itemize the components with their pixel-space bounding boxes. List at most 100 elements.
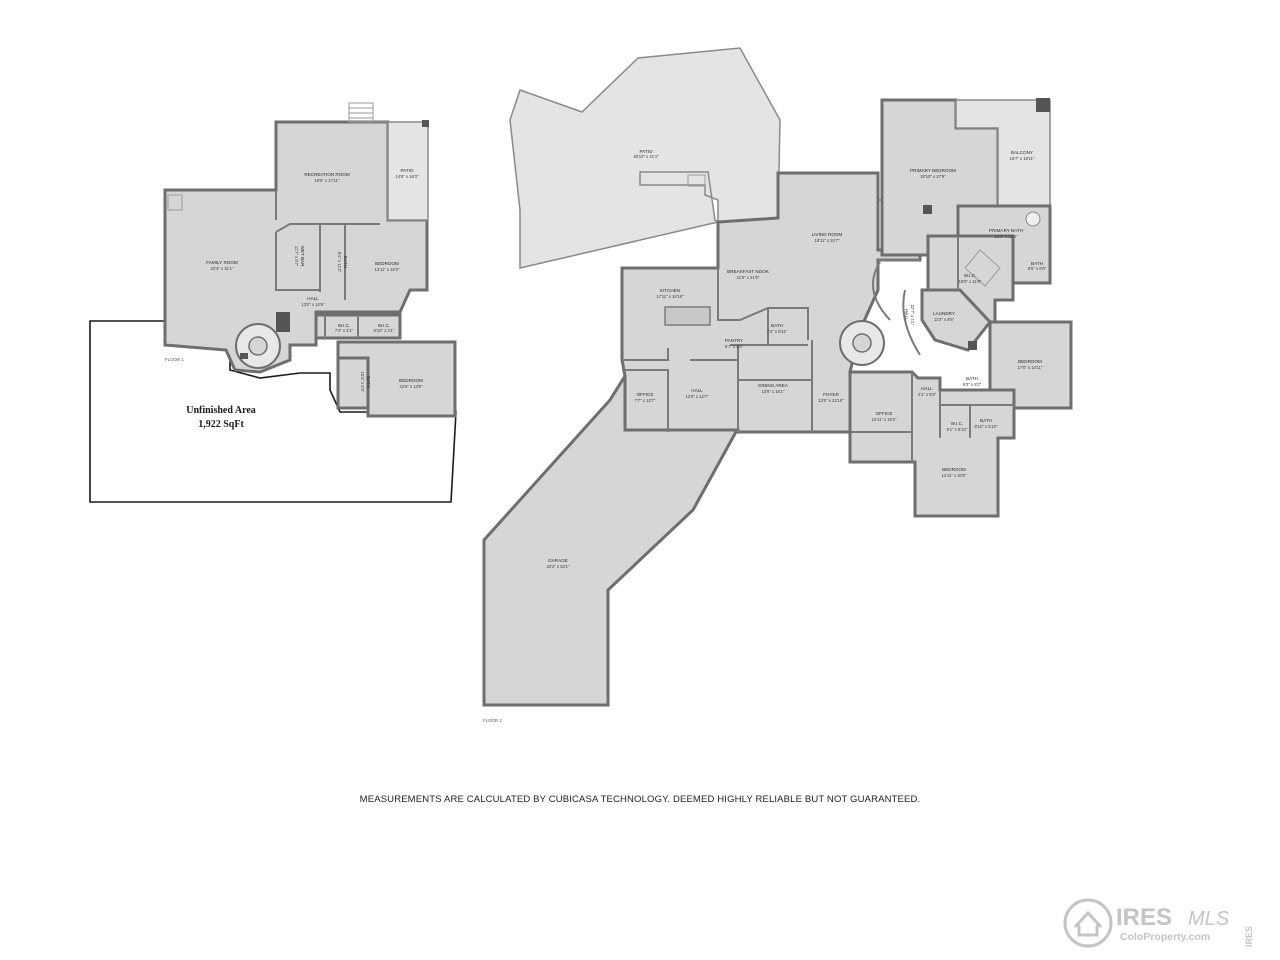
unfinished-area-sqft: 1,922 SqFt xyxy=(198,419,244,430)
dim-bath-floor1: 8'4" x 11'2" xyxy=(337,252,342,273)
label-wic-floor2: W.I.C. xyxy=(964,273,977,278)
label-pantry: PANTRY xyxy=(725,338,743,343)
floor-1-interior-walls xyxy=(275,190,380,300)
dim-hall-floor1: 13'0" x 12'6" xyxy=(302,302,325,307)
logo-vertical-text: IRES xyxy=(1244,926,1254,947)
balcony-post xyxy=(1036,98,1050,112)
dim-bath-small: 6'5" x 6'6" xyxy=(1028,266,1047,271)
dim-bedroom-2-floor1: 22'6" x 13'6" xyxy=(400,384,423,389)
primary-bedroom-post xyxy=(923,205,932,214)
dim-family-room: 22'3" x 31'1" xyxy=(211,266,234,271)
logo-brand-text: IRES xyxy=(1116,904,1172,931)
logo-circle-icon xyxy=(1063,898,1113,948)
floor-1-spiral-core xyxy=(248,336,268,356)
logo-site-text: ColoProperty.com xyxy=(1120,931,1210,943)
label-bedroom-south: BEDROOM xyxy=(942,467,966,472)
label-foyer: FOYER xyxy=(823,392,840,397)
dim-balcony: 16'7" x 18'11" xyxy=(1010,156,1035,161)
label-primary-bath: PRIMARY BATH xyxy=(989,228,1023,233)
floor-1-wic-divider xyxy=(324,315,359,338)
floor-2-interior-walls xyxy=(622,199,1014,462)
floor-2-central xyxy=(620,171,922,434)
label-wic-south: W.I.C. xyxy=(951,421,964,426)
dim-bedroom-east: 17'0" x 14'11" xyxy=(1018,365,1043,370)
dim-bedroom-floor1: 13'11" x 16'3" xyxy=(375,267,400,272)
dim-bath-floor2: 7'4" x 6'11" xyxy=(767,329,788,334)
dim-wic-1: 7'3" x 3'1" xyxy=(335,328,354,333)
dim-bedroom-south: 14'11" x 20'0" xyxy=(942,473,967,478)
label-living-room: LIVING ROOM xyxy=(812,232,843,237)
label-family-room: FAMILY ROOM xyxy=(206,260,238,265)
floor-1-stair-block xyxy=(240,353,248,359)
floor-1-patio xyxy=(348,121,429,221)
label-bedroom-east: BEDROOM xyxy=(1018,359,1042,364)
dim-recreation-room: 19'0" x 17'11" xyxy=(315,178,340,183)
dim-primary-bedroom: 20'10" x 27'9" xyxy=(920,174,946,179)
ires-mls-logo: IRES MLS ColoProperty.com IRES xyxy=(1063,898,1254,948)
dim-kitchen: 17'11" x 16'10" xyxy=(656,294,684,299)
dim-breakfast-nook: 11'0" x 21'6" xyxy=(737,275,760,280)
label-bath-floor1: BATH xyxy=(343,256,348,268)
label-kitchen: KITCHEN xyxy=(660,288,680,293)
label-patio-floor1: PATIO xyxy=(400,168,414,173)
label-bedroom-floor1: BEDROOM xyxy=(375,261,399,266)
dim-office-east: 10'11" x 18'2" xyxy=(872,417,897,422)
label-wic-2: W.I.C. xyxy=(378,323,391,328)
dim-hall-west: 12'6" x 12'7" xyxy=(686,394,709,399)
laundry-post xyxy=(968,341,977,350)
floor-2-bedroom-east xyxy=(988,320,1073,410)
label-breakfast-nook: BREAKFAST NOOK xyxy=(727,269,770,274)
dim-wic-2: 6'10" x 3'1" xyxy=(374,328,395,333)
dim-office-west: 7'7" x 12'7" xyxy=(635,398,656,403)
patio-furniture xyxy=(687,174,706,187)
label-bath-south-2: BATH xyxy=(980,418,992,423)
dim-primary-bath: 16'3" x 13'3" xyxy=(995,234,1018,239)
label-hall-west: HALL xyxy=(691,388,703,393)
dim-wet-bar: 11'7" x 5'7" xyxy=(294,246,299,267)
label-patio-floor2: PATIO xyxy=(639,149,653,154)
label-bedroom-2-floor1: BEDROOM xyxy=(399,378,423,383)
label-wic-1: W.I.C. xyxy=(338,323,351,328)
label-office-east: OFFICE xyxy=(876,411,893,416)
label-bath-2-floor1: BATH xyxy=(366,376,371,388)
label-bath-floor2: BATH xyxy=(771,323,783,328)
logo-brand-suffix: MLS xyxy=(1188,908,1230,930)
floor-1-plan: RECREATION ROOM 19'0" x 17'11" PATIO 14'… xyxy=(89,102,457,503)
floor-2-garage xyxy=(482,374,740,707)
dim-foyer: 13'0" x 22'10" xyxy=(818,398,844,403)
label-hall-floor1: HALL xyxy=(307,296,319,301)
floor-1-post xyxy=(422,120,429,127)
dim-wic-south: 5'1" x 5'10" xyxy=(947,427,968,432)
dim-bath-2-floor1: 10'4" x 5'3" xyxy=(360,372,365,393)
label-bath-south: BATH xyxy=(966,376,978,381)
floor-2-south-wing xyxy=(848,370,1016,518)
unfinished-area-title: Unfinished Area xyxy=(186,405,256,416)
floor-2-spiral-core xyxy=(852,333,872,353)
label-wet-bar: WET BAR xyxy=(300,246,305,268)
label-primary-bedroom: PRIMARY BEDROOM xyxy=(910,168,956,173)
label-recreation-room: RECREATION ROOM xyxy=(304,172,350,177)
dim-pantry: 6'7" x 4'8" xyxy=(725,344,744,349)
dim-laundry: 11'2" x 8'6" xyxy=(934,317,955,322)
label-hall-south: HALL xyxy=(921,386,933,391)
floor-1-label: FLOOR 1 xyxy=(165,357,184,362)
label-garage: GARAGE xyxy=(548,558,568,563)
dim-dining-area: 13'8" x 16'1" xyxy=(762,389,785,394)
dim-hall-south: 4'1" x 9'2" xyxy=(918,392,937,397)
floor-2-plan: PATIO 48'10" x 41'1" LIVING ROOM 18'11" … xyxy=(482,47,1073,723)
dim-garage: 32'2" x 53'1" xyxy=(547,564,570,569)
label-balcony: BALCONY xyxy=(1011,150,1033,155)
floor-1-bath-2 xyxy=(336,356,370,410)
dim-bath-south: 9'3" x 8'2" xyxy=(963,382,982,387)
measurement-disclaimer: MEASUREMENTS ARE CALCULATED BY CUBICASA … xyxy=(359,794,921,805)
dim-living-room: 18'11" x 24'7" xyxy=(815,238,840,243)
dim-patio-floor2: 48'10" x 41'1" xyxy=(633,154,659,159)
logo-house-icon xyxy=(1073,910,1103,937)
label-laundry: LAUNDRY xyxy=(933,311,955,316)
floor-1-column xyxy=(276,312,290,332)
dim-wic-floor2: 16'6" x 11'6" xyxy=(959,279,982,284)
label-office-west: OFFICE xyxy=(637,392,654,397)
dim-patio-floor1: 14'8" x 18'3" xyxy=(396,174,419,179)
floor-1-fireplace xyxy=(167,194,183,211)
